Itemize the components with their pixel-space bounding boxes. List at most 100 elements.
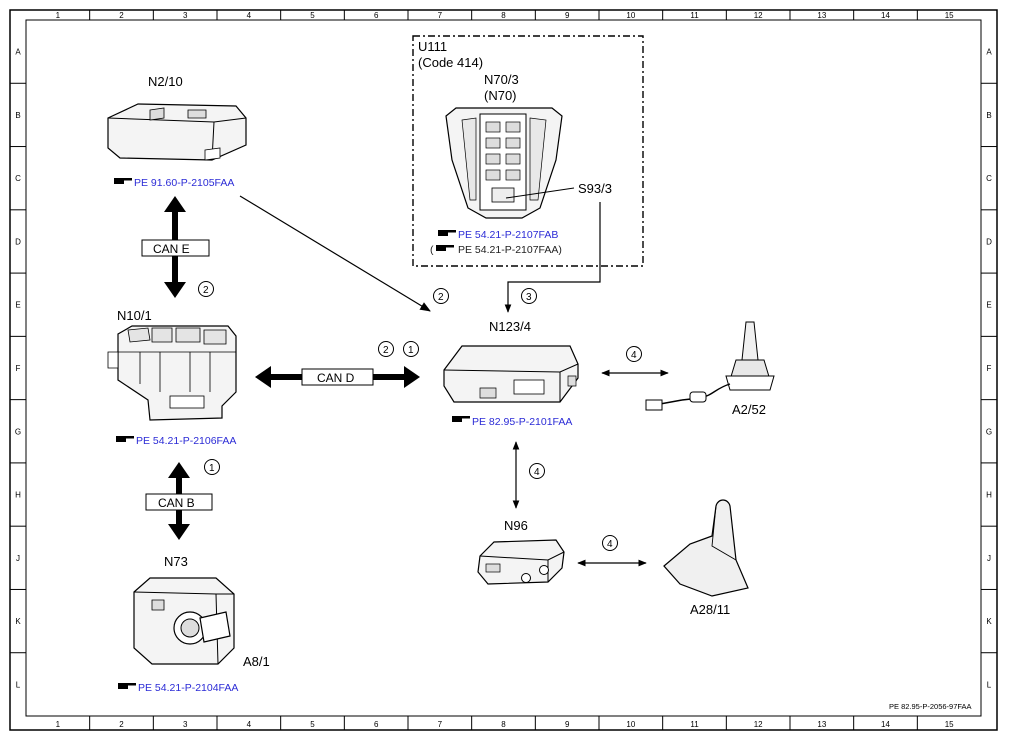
grid-column-labels: 1122334455667788991010111112121313141415… xyxy=(56,11,955,729)
n123-4-label: N123/4 xyxy=(489,319,531,334)
a28-11-label: A28/11 xyxy=(690,602,730,617)
svg-text:PE 54.21-P-2106FAA: PE 54.21-P-2106FAA xyxy=(136,435,236,447)
n70-3-control-panel[interactable] xyxy=(445,107,563,219)
grid-col-label-top: 12 xyxy=(754,11,763,20)
hand-pointer-icon xyxy=(116,436,134,442)
switch-buttons xyxy=(485,121,521,203)
n2-10-label: N2/10 xyxy=(148,74,183,89)
grid-row-label-left: L xyxy=(16,680,21,689)
marker-s93 xyxy=(521,288,537,304)
svg-text:PE 82.95-P-2101FAA: PE 82.95-P-2101FAA xyxy=(472,416,572,428)
u111-group-box xyxy=(412,35,644,267)
can-e-label: CAN E xyxy=(153,242,190,256)
grid-col-label-top: 5 xyxy=(310,11,315,20)
hand-pointer-icon xyxy=(438,230,456,236)
a2-52-antenna[interactable] xyxy=(645,321,775,411)
a28-11-antenna[interactable] xyxy=(663,499,749,597)
svg-text:PE 54.21-P-2104FAA: PE 54.21-P-2104FAA xyxy=(138,682,238,694)
svg-text:2: 2 xyxy=(383,345,389,356)
n70-3-ref-alt[interactable]: ( PE 54.21-P-2107FAA) xyxy=(430,244,562,256)
grid-ticks xyxy=(10,10,997,730)
grid-row-label-left: J xyxy=(16,554,20,563)
n73-ignition-switch[interactable] xyxy=(133,577,235,665)
svg-text:3: 3 xyxy=(526,292,532,303)
grid-row-label-left: H xyxy=(15,491,21,500)
grid-col-label-bottom: 3 xyxy=(183,720,188,729)
can-b-label: CAN B xyxy=(158,496,195,510)
grid-col-label-top: 1 xyxy=(56,11,61,20)
marker-n96-v xyxy=(529,463,545,479)
document-id: PE 82.95-P-2056-97FAA xyxy=(889,702,972,711)
grid-row-label-right: K xyxy=(986,617,992,626)
grid-row-label-left: B xyxy=(15,111,20,120)
can-d-box xyxy=(301,368,374,386)
grid-col-label-bottom: 12 xyxy=(754,720,763,729)
n2-10-ref[interactable]: PE 91.60-P-2105FAA xyxy=(114,177,234,189)
grid-col-label-top: 9 xyxy=(565,11,570,20)
svg-text:PE 54.21-P-2107FAA): PE 54.21-P-2107FAA) xyxy=(458,244,562,256)
grid-col-label-top: 8 xyxy=(501,11,506,20)
key-icon xyxy=(199,611,231,643)
hand-pointer-icon xyxy=(118,683,136,689)
n123-4-module[interactable] xyxy=(443,345,579,403)
svg-text:(: ( xyxy=(430,244,434,256)
can-d-label: CAN D xyxy=(317,371,355,385)
svg-text:2: 2 xyxy=(203,285,209,296)
svg-text:4: 4 xyxy=(534,467,540,478)
s93-3-leader xyxy=(505,187,575,199)
marker-can-d-a xyxy=(378,341,394,357)
grid-col-label-bottom: 1 xyxy=(56,720,61,729)
n10-1-label: N10/1 xyxy=(117,308,152,323)
hand-pointer-icon xyxy=(114,178,132,184)
n10-1-module[interactable]: N10/1 xyxy=(107,308,237,421)
grid-col-label-bottom: 7 xyxy=(438,720,443,729)
n70-3-ref[interactable]: PE 54.21-P-2107FAB xyxy=(438,229,558,241)
grid-col-label-top: 6 xyxy=(374,11,379,20)
grid-row-label-left: K xyxy=(15,617,21,626)
can-b-box xyxy=(145,493,213,511)
svg-text:2: 2 xyxy=(438,292,444,303)
n2-10-module[interactable]: N2/10 xyxy=(107,74,247,161)
outer-frame xyxy=(9,9,998,731)
can-e-box xyxy=(141,239,210,257)
grid-col-label-top: 7 xyxy=(438,11,443,20)
n96-label: N96 xyxy=(504,518,528,533)
svg-text:PE 54.21-P-2107FAB: PE 54.21-P-2107FAB xyxy=(458,229,558,241)
grid-col-label-top: 2 xyxy=(119,11,124,20)
grid-row-label-right: C xyxy=(986,174,992,183)
grid-row-label-left: A xyxy=(15,48,21,57)
n96-module[interactable] xyxy=(477,539,565,585)
grid-col-label-bottom: 4 xyxy=(247,720,252,729)
grid-col-label-bottom: 14 xyxy=(881,720,890,729)
grid-row-label-left: C xyxy=(15,174,21,183)
inner-frame xyxy=(25,19,982,717)
s93-3-signal-line xyxy=(504,202,601,313)
grid-col-label-bottom: 11 xyxy=(690,720,699,729)
grid-col-label-top: 10 xyxy=(626,11,635,20)
grid-col-label-top: 4 xyxy=(247,11,252,20)
grid-row-label-right: H xyxy=(986,491,992,500)
n10-1-ref[interactable]: PE 54.21-P-2106FAA xyxy=(116,435,236,447)
grid-col-label-top: 11 xyxy=(690,11,699,20)
grid-row-label-right: J xyxy=(987,554,991,563)
marker-a2-52 xyxy=(626,346,642,362)
grid-row-label-right: F xyxy=(987,364,992,373)
grid-col-label-bottom: 2 xyxy=(119,720,124,729)
grid-row-label-left: D xyxy=(15,237,21,246)
grid-row-label-right: L xyxy=(987,680,992,689)
marker-n2-n10 xyxy=(198,281,214,297)
marker-n2-n123 xyxy=(433,288,449,304)
s93-3-label: S93/3 xyxy=(578,181,612,196)
marker-can-d-b xyxy=(403,341,419,357)
n73-label: N73 xyxy=(164,554,188,569)
marker-a28-11 xyxy=(602,535,618,551)
svg-text:1: 1 xyxy=(209,463,215,474)
grid-col-label-bottom: 8 xyxy=(501,720,506,729)
grid-row-label-left: G xyxy=(15,427,21,436)
a8-1-ref[interactable]: PE 54.21-P-2104FAA xyxy=(118,682,238,694)
n123-4-ref[interactable]: PE 82.95-P-2101FAA xyxy=(452,416,572,428)
svg-text:PE 91.60-P-2105FAA: PE 91.60-P-2105FAA xyxy=(134,177,234,189)
n70-3-label: N70/3 xyxy=(484,72,519,87)
